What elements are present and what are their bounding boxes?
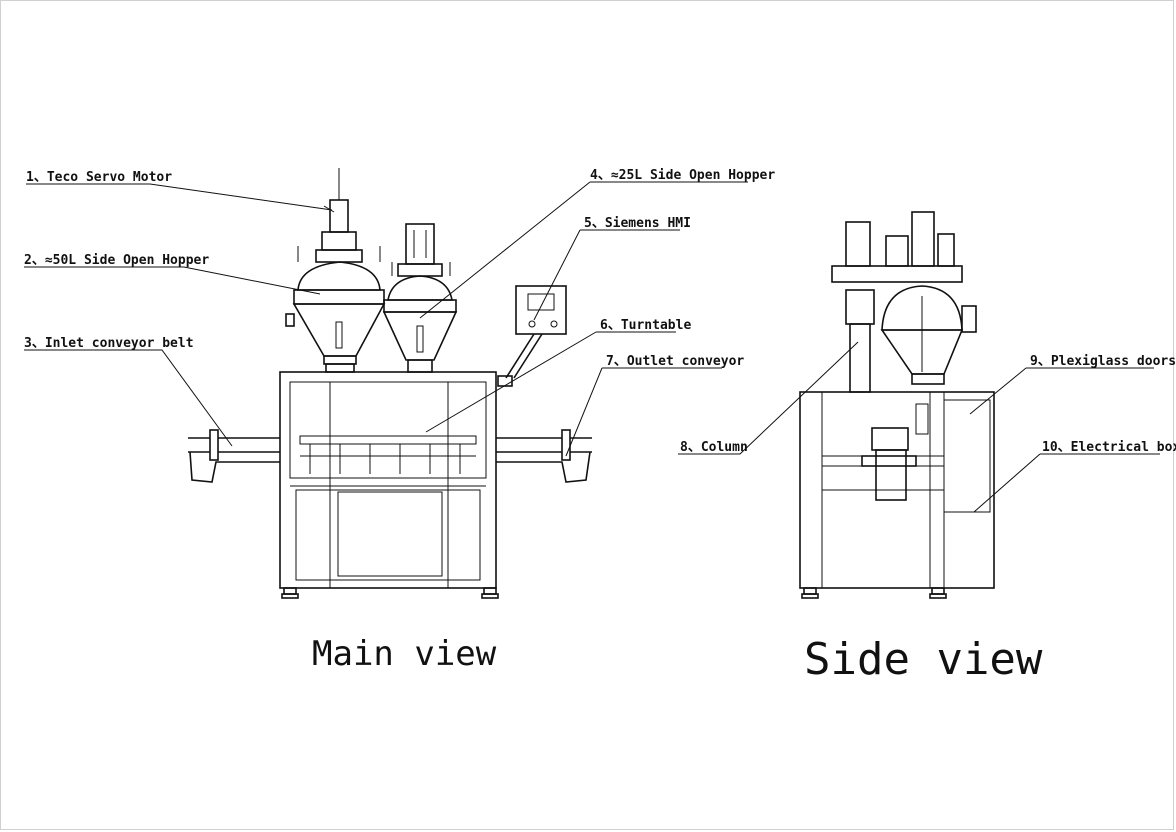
main-50l-hopper (285, 168, 386, 373)
label-inlet-conveyor: 3、Inlet conveyor belt (24, 336, 194, 351)
side-hopper (880, 285, 977, 385)
label-siemens-hmi: 5、Siemens HMI (584, 216, 691, 231)
label-electrical-box: 10、Electrical box (1042, 440, 1176, 455)
label-plexiglass-doors: 9、Plexiglass doors (1030, 354, 1176, 369)
main-frame (279, 371, 497, 589)
main-lower-door (295, 489, 481, 581)
label-column: 8、Column (680, 440, 748, 455)
callout-labels: 1、Teco Servo Motor 2、≈50L Side Open Hopp… (24, 168, 1176, 455)
main-inlet-conveyor (188, 429, 280, 483)
main-upper-window (289, 381, 487, 479)
main-view-title: Main view (312, 634, 497, 674)
side-frame (799, 391, 995, 589)
main-turntable (299, 435, 477, 474)
label-outlet-conveyor: 7、Outlet conveyor (606, 354, 744, 369)
label-25l-hopper: 4、≈25L Side Open Hopper (590, 168, 775, 183)
side-top-plate (831, 265, 963, 283)
main-view (188, 168, 592, 599)
side-view-title: Side view (804, 634, 1043, 685)
main-25l-hopper (382, 223, 458, 373)
side-column (849, 323, 871, 393)
label-50l-hopper: 2、≈50L Side Open Hopper (24, 253, 209, 268)
label-turntable: 6、Turntable (600, 318, 691, 333)
main-hmi-panel (497, 285, 567, 387)
main-outlet-conveyor (496, 429, 592, 483)
side-view (799, 211, 995, 599)
leader-lines (24, 181, 1160, 513)
side-plexiglass-door (943, 399, 991, 513)
label-servo-motor: 1、Teco Servo Motor (26, 170, 172, 185)
